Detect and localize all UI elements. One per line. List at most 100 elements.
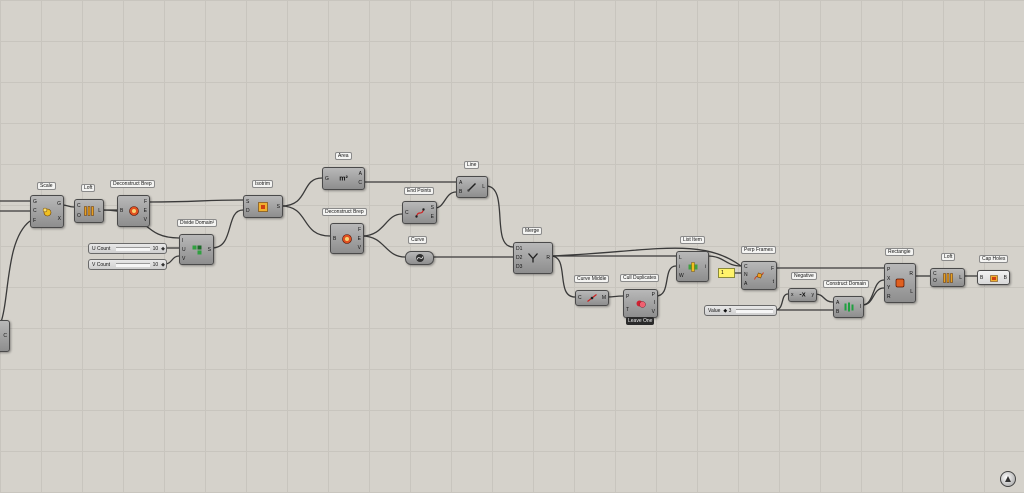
input-port[interactable]: B bbox=[120, 208, 124, 214]
input-port[interactable]: G bbox=[325, 175, 329, 182]
slider-track[interactable] bbox=[736, 308, 773, 313]
input-port[interactable]: B bbox=[333, 235, 337, 242]
input-port[interactable]: B bbox=[459, 188, 463, 195]
output-port[interactable]: V bbox=[357, 244, 361, 251]
output-port[interactable]: V bbox=[651, 308, 655, 315]
scale-component[interactable]: G C F G X bbox=[30, 195, 64, 228]
input-port[interactable]: A bbox=[459, 179, 463, 186]
cull-duplicates-component[interactable]: P T P I V bbox=[623, 289, 658, 318]
output-port[interactable]: L bbox=[959, 274, 962, 281]
output-port[interactable]: A bbox=[358, 170, 362, 177]
input-port[interactable]: D1 bbox=[516, 245, 523, 252]
merge-component[interactable]: D1 D2 D3 R bbox=[513, 242, 553, 274]
output-port[interactable]: y bbox=[811, 292, 815, 298]
input-port[interactable]: U bbox=[182, 246, 186, 253]
output-port[interactable]: S bbox=[207, 246, 211, 253]
input-port[interactable]: V bbox=[182, 255, 186, 262]
output-port[interactable]: L bbox=[910, 289, 913, 295]
input-port[interactable]: S bbox=[246, 198, 250, 205]
rectangle-component[interactable]: P X Y R R L bbox=[884, 263, 916, 303]
construct-domain-component[interactable]: A B I bbox=[833, 296, 864, 318]
input-port[interactable]: C bbox=[933, 270, 937, 277]
input-port[interactable]: C bbox=[578, 295, 582, 301]
output-port[interactable]: S bbox=[430, 204, 434, 211]
output-port[interactable]: i bbox=[704, 263, 706, 270]
input-port[interactable]: A bbox=[744, 280, 748, 287]
input-port[interactable]: B bbox=[980, 274, 984, 281]
output-port[interactable]: R bbox=[909, 271, 913, 277]
input-port[interactable]: O bbox=[933, 278, 937, 285]
input-port[interactable]: i bbox=[679, 263, 681, 270]
loft-component[interactable]: C O L bbox=[74, 199, 104, 223]
input-port[interactable]: O bbox=[77, 213, 81, 219]
input-port[interactable]: Y bbox=[887, 284, 891, 291]
canvas-navigation-icon[interactable] bbox=[1000, 471, 1016, 487]
output-port[interactable]: E bbox=[357, 235, 361, 242]
input-port[interactable]: T bbox=[626, 306, 630, 313]
output-port[interactable]: S bbox=[276, 203, 280, 210]
output-port[interactable]: E bbox=[430, 214, 434, 221]
input-port[interactable]: A bbox=[836, 299, 840, 306]
output-port[interactable]: I bbox=[859, 304, 861, 310]
input-port[interactable]: C bbox=[744, 264, 748, 271]
output-port[interactable]: t bbox=[772, 278, 774, 285]
input-port[interactable]: L bbox=[679, 254, 682, 261]
input-port[interactable]: D bbox=[246, 208, 250, 215]
slider-track[interactable] bbox=[116, 246, 150, 251]
output-port[interactable]: I bbox=[653, 300, 655, 307]
panel[interactable]: 1 bbox=[718, 268, 735, 278]
cap-holes-component[interactable]: B B bbox=[977, 270, 1010, 285]
input-port[interactable]: B bbox=[836, 308, 840, 315]
deconstruct-brep-component[interactable]: B F E V bbox=[330, 223, 364, 254]
slider-track[interactable] bbox=[116, 262, 150, 267]
input-port[interactable]: N bbox=[744, 272, 748, 279]
output-port[interactable]: B bbox=[1003, 274, 1007, 281]
output-port[interactable]: C bbox=[358, 180, 362, 187]
output-port[interactable]: L bbox=[98, 208, 101, 214]
input-port[interactable]: C bbox=[33, 208, 37, 215]
component-partial[interactable]: C bbox=[0, 320, 10, 352]
input-port[interactable]: C bbox=[77, 203, 81, 209]
u-count-slider[interactable]: U Count 10 ◆ bbox=[88, 243, 167, 254]
output-port[interactable]: R bbox=[546, 255, 550, 261]
isotrim-component[interactable]: S D S bbox=[243, 195, 283, 218]
input-port[interactable]: P bbox=[887, 266, 891, 273]
input-port[interactable]: D3 bbox=[516, 264, 523, 271]
output-port[interactable]: M bbox=[601, 295, 606, 301]
output-port[interactable]: C bbox=[3, 333, 7, 339]
output-port[interactable]: F bbox=[357, 226, 361, 233]
divide-domain-component[interactable]: I U V S bbox=[179, 234, 214, 265]
input-port[interactable]: G bbox=[33, 198, 37, 205]
output-port[interactable]: E bbox=[143, 207, 147, 214]
output-port[interactable]: L bbox=[482, 184, 485, 190]
value-slider[interactable]: Value ◆ 3 bbox=[704, 305, 777, 316]
deconstruct-brep-component[interactable]: B F E V bbox=[117, 195, 150, 227]
input-port[interactable]: F bbox=[33, 218, 37, 225]
end-points-component[interactable]: C S E bbox=[402, 201, 437, 224]
slider-grip-icon[interactable]: ◆ bbox=[161, 261, 165, 268]
negative-component[interactable]: x -x y bbox=[788, 288, 817, 302]
input-port[interactable]: X bbox=[887, 275, 891, 282]
input-port[interactable]: W bbox=[679, 272, 684, 279]
input-port[interactable]: I bbox=[182, 237, 184, 244]
v-count-slider[interactable]: V Count 10 ◆ bbox=[88, 259, 167, 270]
slider-grip-icon[interactable]: ◆ bbox=[161, 245, 165, 252]
area-component[interactable]: G m² A C bbox=[322, 167, 365, 190]
output-port[interactable]: X bbox=[57, 215, 61, 222]
loft-component[interactable]: C O L bbox=[930, 268, 965, 287]
input-port[interactable]: D2 bbox=[516, 254, 523, 261]
curve-middle-component[interactable]: C M bbox=[575, 290, 609, 306]
output-port[interactable]: P bbox=[651, 292, 655, 299]
output-port[interactable]: F bbox=[770, 266, 774, 273]
line-component[interactable]: A B L bbox=[456, 176, 488, 198]
input-port[interactable]: x bbox=[791, 292, 794, 298]
input-port[interactable]: C bbox=[405, 209, 409, 216]
output-port[interactable]: F bbox=[143, 198, 147, 205]
curve-param-component[interactable] bbox=[405, 251, 434, 265]
perp-frames-component[interactable]: C N A F t bbox=[741, 261, 777, 290]
output-port[interactable]: G bbox=[57, 201, 61, 208]
input-port[interactable]: R bbox=[887, 293, 891, 300]
list-item-component[interactable]: L i W i bbox=[676, 251, 709, 282]
input-port[interactable]: P bbox=[626, 294, 630, 301]
output-port[interactable]: V bbox=[143, 217, 147, 224]
